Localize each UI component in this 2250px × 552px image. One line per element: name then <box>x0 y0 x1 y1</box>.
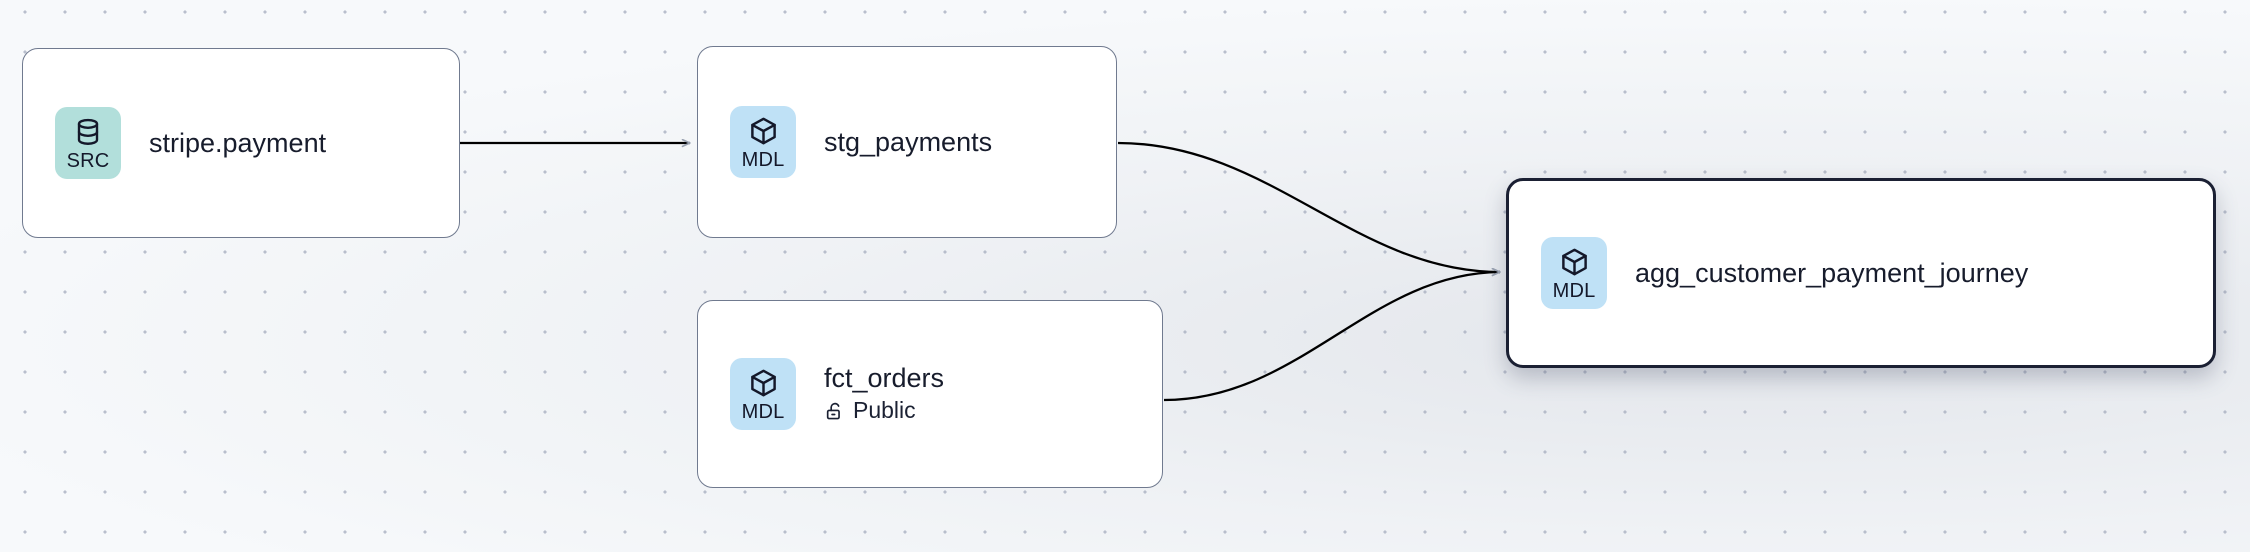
unlock-icon <box>824 400 845 422</box>
node-body: fct_orders Public <box>824 362 945 424</box>
cube-icon <box>1559 246 1590 278</box>
lineage-node-stg-payments[interactable]: MDL stg_payments <box>697 46 1117 238</box>
node-title: stg_payments <box>824 126 993 157</box>
badge-label: MDL <box>741 400 785 423</box>
node-visibility-label: Public <box>853 397 916 424</box>
node-type-badge-mdl: MDL <box>730 358 796 430</box>
node-title: stripe.payment <box>149 127 327 158</box>
cube-icon <box>748 367 779 399</box>
lineage-node-agg-customer-payment-journey[interactable]: MDL agg_customer_payment_journey <box>1506 178 2216 368</box>
lineage-node-stripe-payment[interactable]: SRC stripe.payment <box>22 48 460 238</box>
badge-label: MDL <box>741 148 785 171</box>
node-visibility: Public <box>824 397 944 424</box>
database-icon <box>73 116 103 148</box>
node-body: stripe.payment <box>149 127 327 158</box>
node-type-badge-src: SRC <box>55 107 121 179</box>
node-title: agg_customer_payment_journey <box>1635 257 2029 288</box>
lineage-node-fct-orders[interactable]: MDL fct_orders Public <box>697 300 1163 488</box>
badge-label: MDL <box>1552 279 1596 302</box>
node-type-badge-mdl: MDL <box>1541 237 1607 309</box>
node-body: agg_customer_payment_journey <box>1635 257 2029 288</box>
badge-label: SRC <box>66 149 110 172</box>
cube-icon <box>748 115 779 147</box>
lineage-edge-edge-stg-to-agg <box>1117 141 1500 272</box>
node-body: stg_payments <box>824 126 993 157</box>
node-title: fct_orders <box>824 362 945 393</box>
node-type-badge-mdl: MDL <box>730 106 796 178</box>
lineage-edge-edge-fct-to-agg <box>1163 272 1500 402</box>
